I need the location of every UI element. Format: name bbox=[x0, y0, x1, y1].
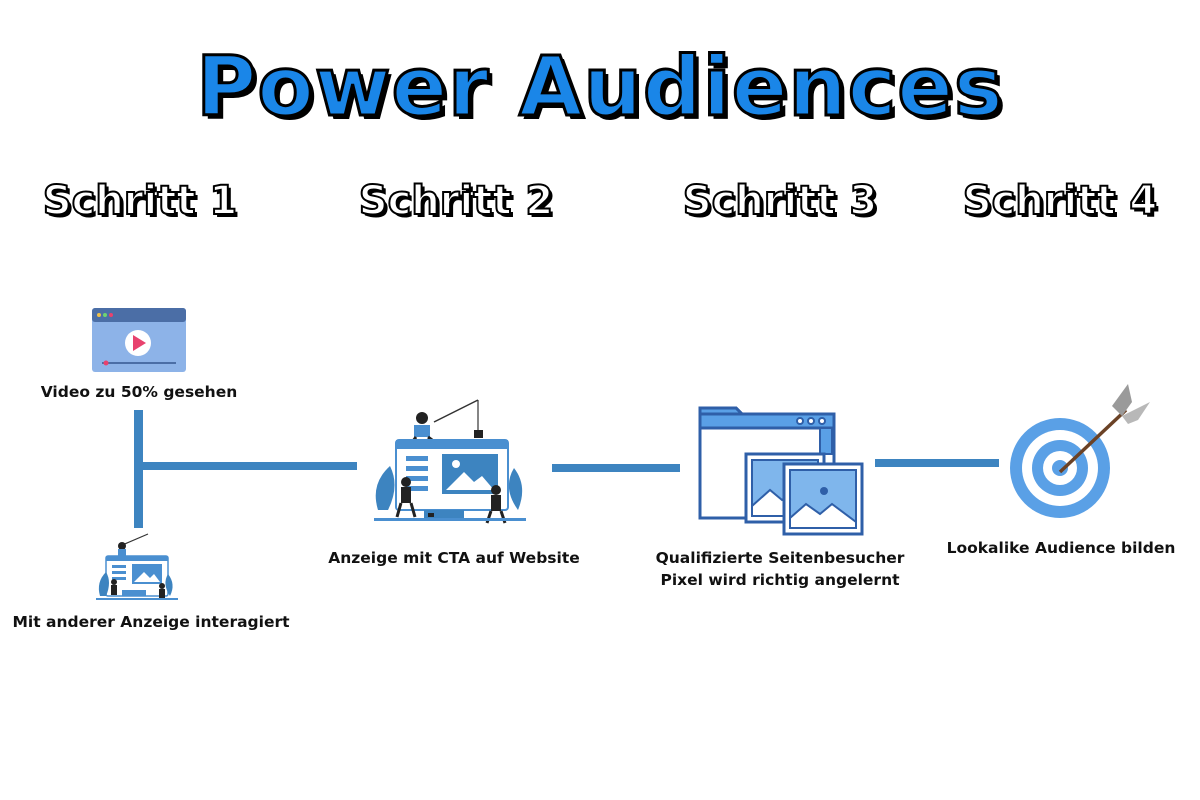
step3-to-step4-connector bbox=[875, 459, 999, 467]
lookalike-caption: Lookalike Audience bilden bbox=[946, 539, 1176, 557]
step2-to-step3-connector bbox=[552, 464, 680, 472]
step1-to-step2-connector bbox=[143, 462, 357, 470]
ad-website-illustration bbox=[374, 399, 526, 524]
step-4-heading: Schritt 4 bbox=[962, 177, 1158, 225]
step-3-heading: Schritt 3 bbox=[682, 177, 878, 225]
video-caption: Video zu 50% gesehen bbox=[40, 383, 238, 401]
cta-ad-caption: Anzeige mit CTA auf Website bbox=[328, 549, 580, 567]
visitors-caption-line1: Qualifizierte Seitenbesucher bbox=[655, 549, 905, 567]
ad-interaction-illustration bbox=[96, 533, 178, 600]
browser-images-icon bbox=[698, 406, 864, 536]
step-2-heading: Schritt 2 bbox=[358, 177, 554, 225]
target-arrow-icon bbox=[1010, 384, 1150, 518]
step1-vertical-connector bbox=[134, 410, 143, 528]
step-1-heading: Schritt 1 bbox=[42, 177, 238, 225]
page-title: Power Audiences bbox=[195, 39, 1004, 137]
video-player-icon bbox=[92, 308, 186, 372]
other-ad-caption: Mit anderer Anzeige interagiert bbox=[12, 613, 290, 631]
visitors-caption-line2: Pixel wird richtig angelernt bbox=[660, 571, 900, 589]
